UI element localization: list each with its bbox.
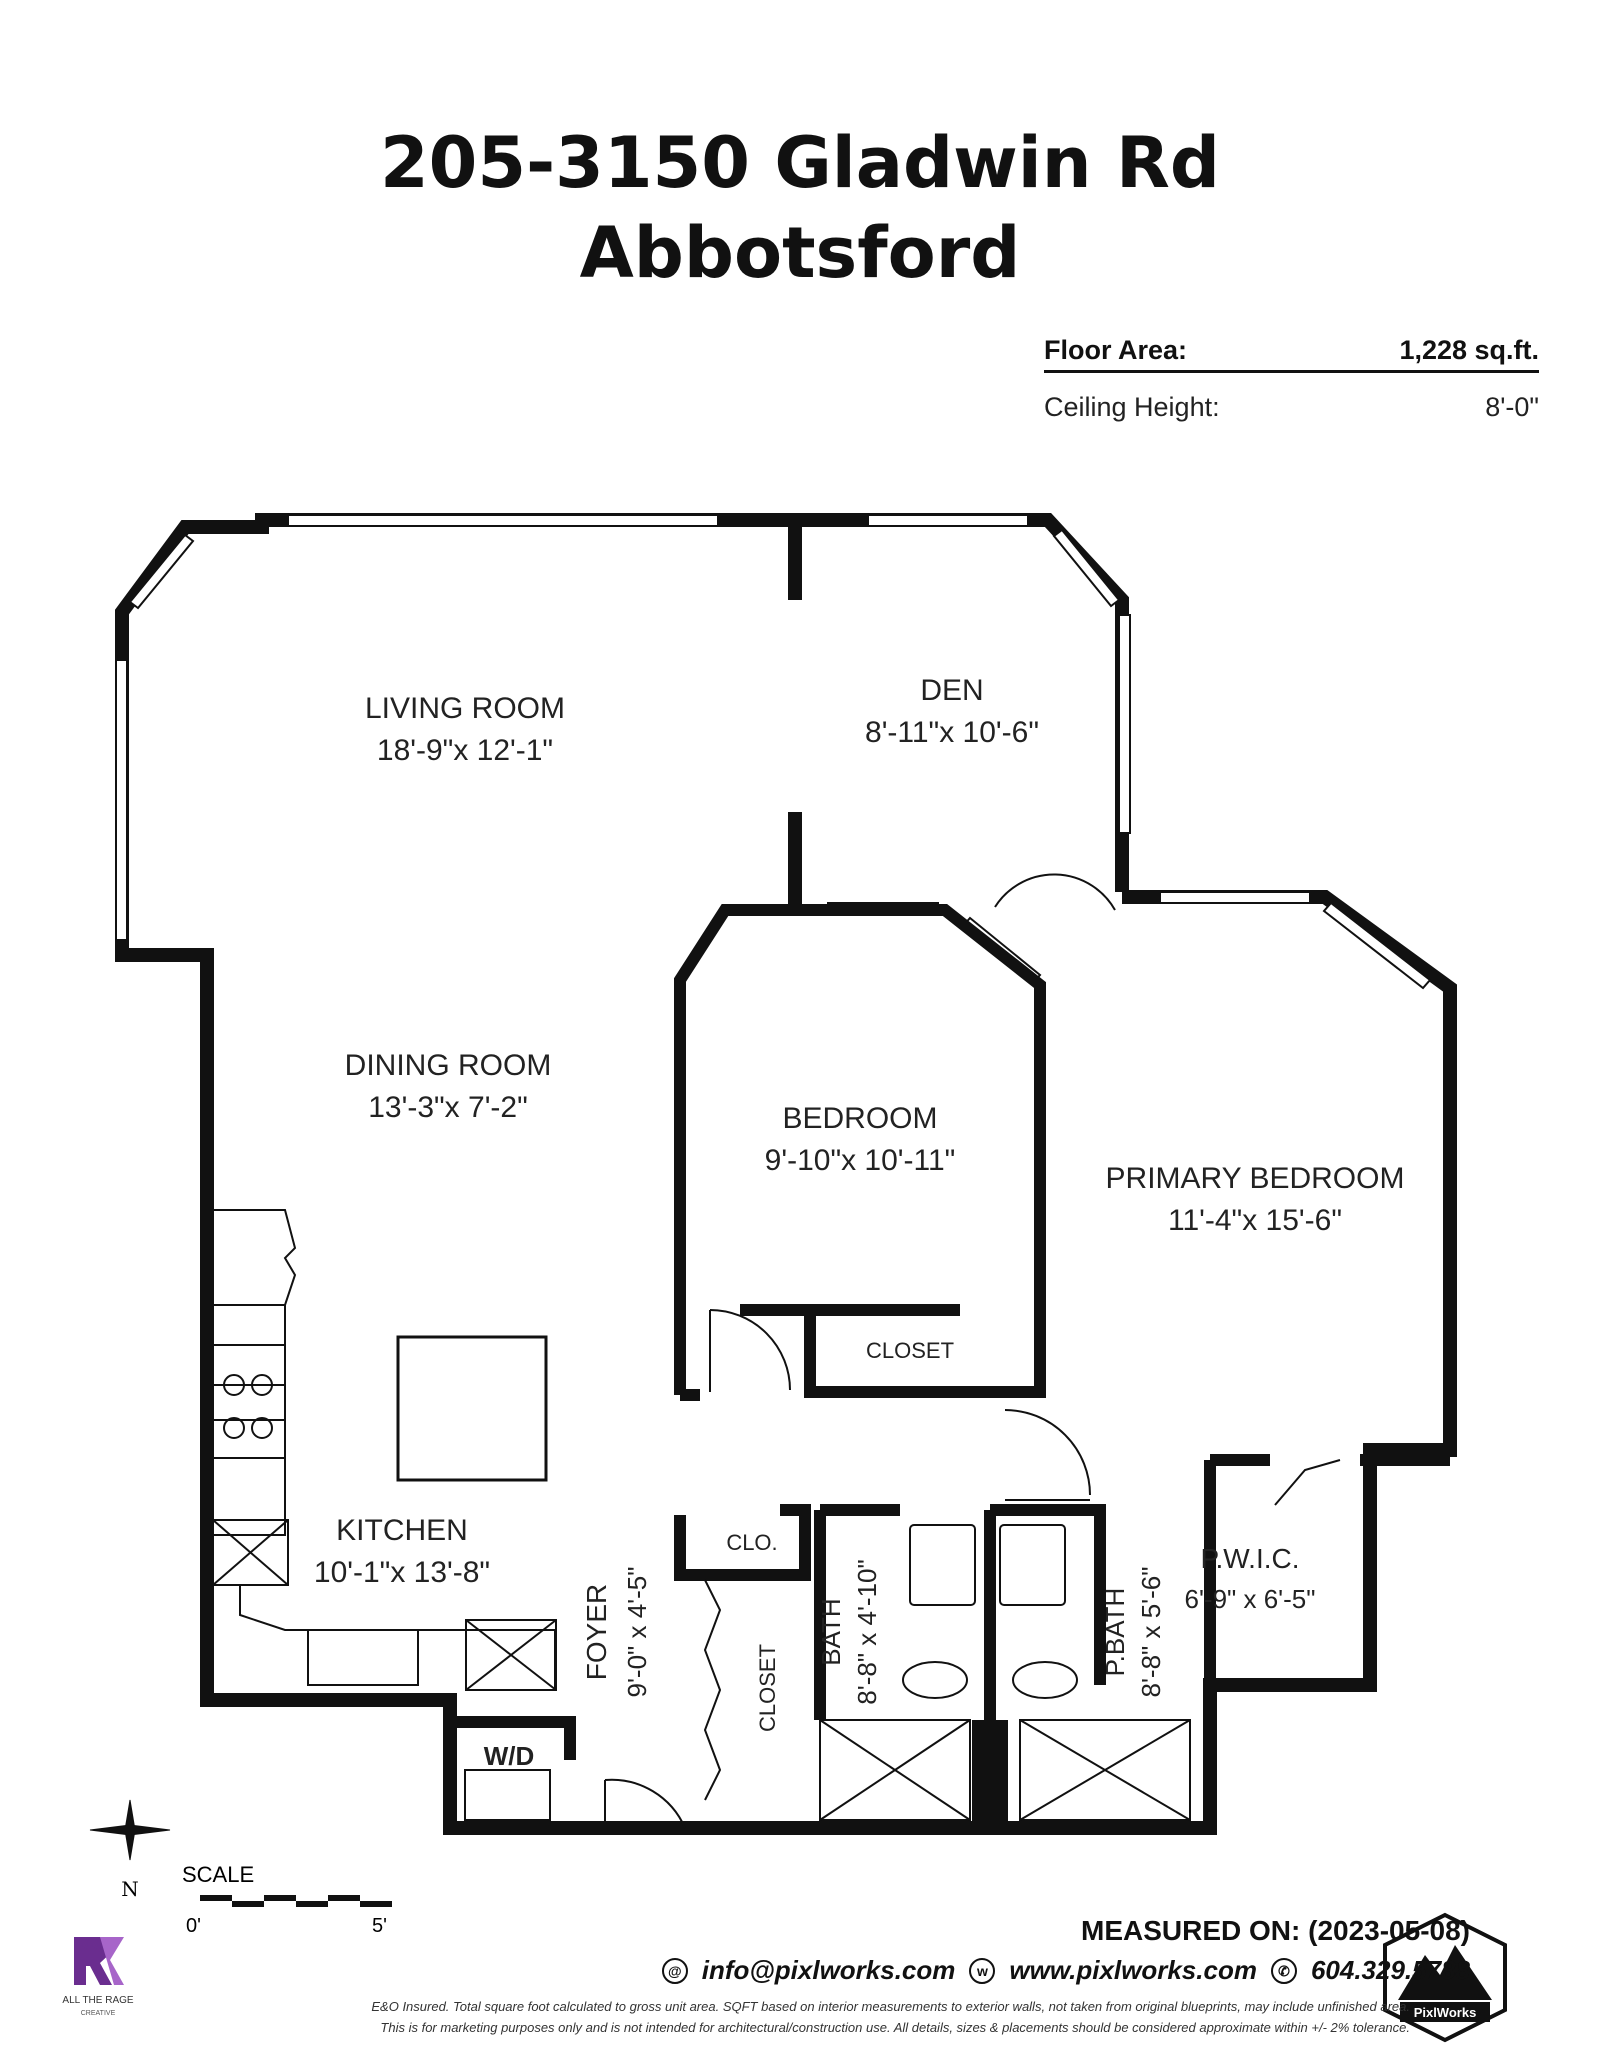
living-room-name: LIVING ROOM xyxy=(365,692,565,725)
den-name: DEN xyxy=(920,674,983,707)
email-icon: @ xyxy=(661,1957,688,1984)
website-link[interactable]: www.pixlworks.com xyxy=(1009,1955,1257,1985)
foyer-dims: 9'-0" x 4'-5" xyxy=(622,1567,652,1698)
disclaimer-line-1: E&O Insured. Total square foot calculate… xyxy=(371,1999,1410,2014)
washer-dryer-label: W/D xyxy=(484,1741,535,1771)
dining-room-name: DINING ROOM xyxy=(345,1049,552,1082)
closet-bifold xyxy=(703,1579,722,1801)
scale-label: SCALE xyxy=(182,1862,254,1887)
pixlworks-logo: PixlWorks xyxy=(1383,1912,1507,2043)
scale-end: 5' xyxy=(372,1915,387,1937)
cooktop-burners xyxy=(223,1374,273,1439)
bath-dims: 8'-8" x 4'-10" xyxy=(852,1559,882,1704)
web-icon: w xyxy=(969,1957,996,1984)
compass-rose-icon xyxy=(89,1799,171,1861)
ceiling-height-value: 8'-0" xyxy=(1485,391,1539,422)
floor-area-row: Floor Area: 1,228 sq.ft. xyxy=(1044,330,1539,373)
measured-on: MEASURED ON: (2023-05-08) xyxy=(1081,1915,1470,1946)
compass-north: N xyxy=(121,1877,139,1901)
bedroom-name: BEDROOM xyxy=(782,1102,937,1135)
floor-area-value: 1,228 sq.ft. xyxy=(1399,334,1539,365)
phone-icon: ✆ xyxy=(1270,1957,1297,1984)
bedroom-dims: 9'-10"x 10'-11" xyxy=(765,1144,956,1177)
pbath-label: P.BATH xyxy=(1100,1588,1130,1677)
pwic-dims: 6'-9" x 6'-5" xyxy=(1185,1584,1316,1614)
doors xyxy=(604,873,1341,1829)
kitchen-name: KITCHEN xyxy=(336,1514,468,1547)
closet-label: CLOSET xyxy=(755,1644,780,1732)
primary-bedroom-dims: 11'-4"x 15'-6" xyxy=(1168,1204,1342,1237)
all-the-rage-logo: ALL THE RAGE CREATIVE xyxy=(62,1937,134,2017)
bath-label: BATH xyxy=(816,1598,846,1665)
foyer-label: FOYER xyxy=(581,1584,612,1680)
contact-line: @ info@pixlworks.com w www.pixlworks.com… xyxy=(661,1955,1470,1986)
ceiling-height-label: Ceiling Height: xyxy=(1044,391,1220,422)
den-dims: 8'-11"x 10'-6" xyxy=(865,716,1039,749)
ceiling-height-row: Ceiling Height: 8'-0" xyxy=(1044,387,1539,427)
left-logo-text: ALL THE RAGE xyxy=(62,1995,133,2006)
bedroom-closet-label: CLOSET xyxy=(866,1338,954,1363)
email-link[interactable]: info@pixlworks.com xyxy=(701,1955,956,1985)
bath-fixtures xyxy=(464,1524,1191,1821)
left-logo-sub: CREATIVE xyxy=(81,2010,116,2017)
floor-area-label: Floor Area: xyxy=(1044,334,1188,365)
phone-link[interactable]: 604.329.5788 xyxy=(1310,1955,1470,1985)
dining-room-dims: 13'-3"x 7'-2" xyxy=(368,1091,528,1124)
address-title: 205-3150 Gladwin Rd xyxy=(379,122,1221,204)
shaft xyxy=(972,1720,1008,1828)
pwic-label: P.W.I.C. xyxy=(1200,1543,1299,1574)
primary-bedroom-name: PRIMARY BEDROOM xyxy=(1106,1162,1405,1195)
scale-bar xyxy=(200,1895,392,1907)
clo-label: CLO. xyxy=(726,1530,777,1555)
disclaimer-line-2: This is for marketing purposes only and … xyxy=(380,2020,1410,2035)
floor-stats: Floor Area: 1,228 sq.ft. Ceiling Height:… xyxy=(1044,330,1539,427)
windows xyxy=(115,514,1432,990)
city-title: Abbotsford xyxy=(579,212,1021,294)
kitchen-dims: 10'-1"x 13'-8" xyxy=(314,1556,490,1589)
interior-walls xyxy=(444,904,1450,1820)
pbath-dims: 8'-8" x 5'-6" xyxy=(1136,1567,1166,1698)
kitchen-counters xyxy=(212,1209,557,1691)
right-logo-text: PixlWorks xyxy=(1414,2005,1477,2020)
living-room-dims: 18'-9"x 12'-1" xyxy=(377,734,553,767)
scale-start: 0' xyxy=(186,1915,201,1937)
